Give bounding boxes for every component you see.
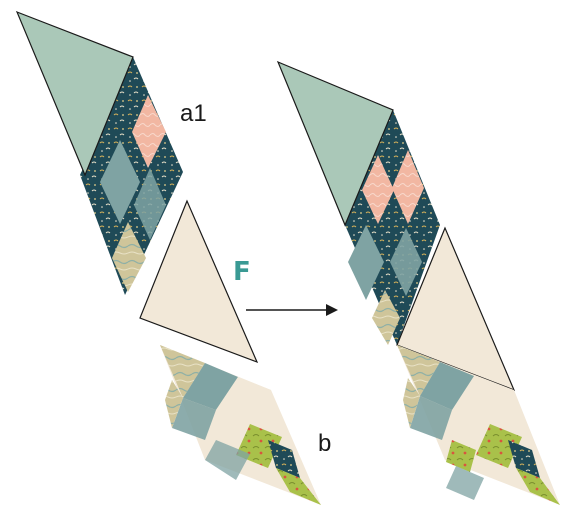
label-a1: a1 [180, 100, 207, 127]
piece-f: F [139, 199, 259, 364]
f-cream-triangle [139, 199, 259, 364]
a1-teal-diamond-2 [134, 168, 166, 240]
unit-b: b [160, 345, 331, 505]
b-navy-diamond [268, 440, 300, 478]
result-marble-diamond [372, 290, 400, 345]
b-marble-2 [165, 380, 183, 428]
b-teal-diamond-3 [205, 440, 250, 480]
right-arrow [246, 304, 338, 316]
label-b: b [318, 430, 331, 457]
result-b-marble-1 [397, 345, 440, 396]
b-teal-diamond-2 [172, 398, 216, 440]
result-b-lime-1 [476, 424, 522, 468]
result-teal-diamond-2 [390, 228, 422, 296]
result-sage-triangle [276, 60, 394, 227]
unit-a1: a1 [15, 10, 207, 295]
result-blush-diamond-1 [362, 155, 394, 224]
result-b-teal-1 [420, 362, 474, 410]
result-b-teal-3 [446, 466, 484, 500]
result-b-marble-2 [403, 378, 420, 428]
a1-teal-diamond-1 [100, 140, 140, 224]
a1-blush-diamond [132, 95, 166, 168]
result-teal-diamond-1 [348, 225, 384, 300]
b-teal-diamond-1 [183, 363, 238, 410]
result-b-navy [508, 440, 540, 478]
a1-marble-diamond [112, 222, 146, 292]
b-lime-diamond-2 [276, 468, 321, 505]
b-cream-diamond [216, 377, 271, 424]
b-marble-1 [160, 345, 205, 398]
result-blush-diamond-2 [392, 150, 424, 224]
label-f: F [233, 257, 251, 287]
a1-sage-triangle [15, 10, 134, 177]
result-b-lime-2 [516, 468, 560, 505]
assembled-strip [276, 60, 560, 505]
result-b-teal-2 [410, 396, 452, 440]
result-b-lime-3 [446, 440, 476, 472]
